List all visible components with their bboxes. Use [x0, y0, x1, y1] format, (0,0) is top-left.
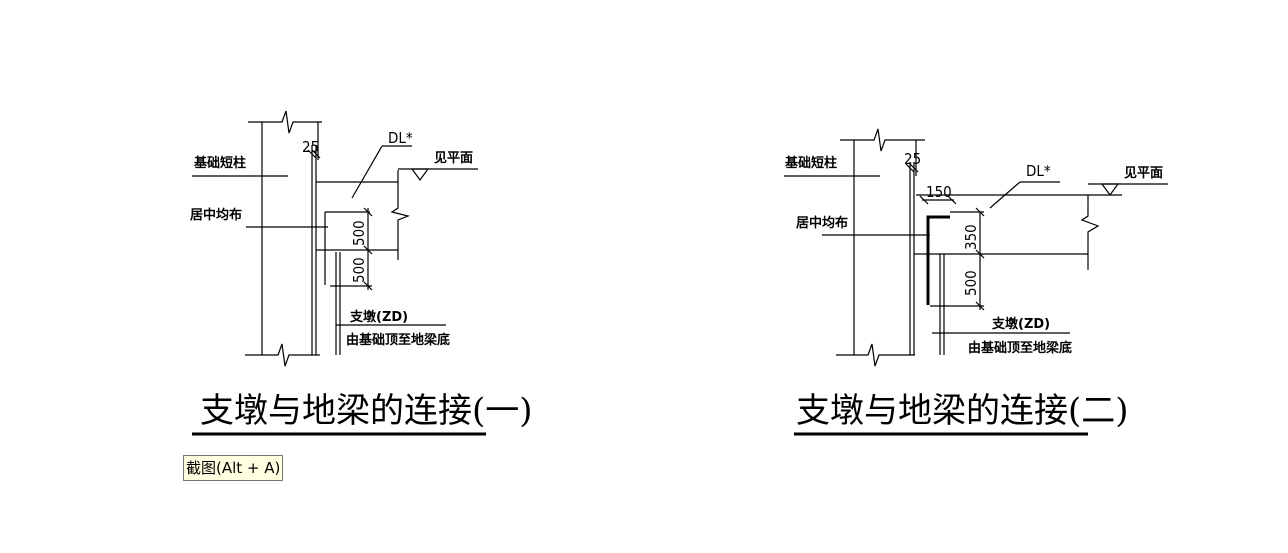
dim-25-tick	[909, 163, 919, 173]
dim-upper: 500	[350, 220, 368, 246]
label-short-column: 基础短柱	[193, 155, 246, 171]
dim-25-tick	[307, 149, 317, 159]
dim-tick	[975, 301, 985, 311]
detail-right: 基础短柱 居中均布 DL* 见平面 25 150 350 500 支墩(ZD) …	[784, 128, 1168, 436]
detail-title: 支墩与地梁的连接(一)	[200, 391, 533, 431]
beam-leader	[989, 181, 1021, 209]
label-pier: 支墩(ZD)	[349, 309, 408, 325]
label-see-plan: 见平面	[1124, 166, 1163, 181]
dim-lower: 500	[962, 270, 980, 296]
dim-tick	[975, 249, 985, 259]
dim-150-tick	[919, 195, 929, 205]
dim-150-tick	[947, 195, 957, 205]
dim-hook: 150	[926, 183, 952, 201]
dim-top: 25	[904, 150, 921, 168]
dim-tick	[363, 281, 373, 291]
beam-break-line	[1080, 195, 1100, 270]
label-short-column: 基础短柱	[784, 155, 837, 171]
bottom-break-line	[836, 343, 915, 367]
dim-tick	[363, 245, 373, 255]
see-plan-triangle	[1101, 183, 1120, 197]
dim-upper: 350	[962, 224, 980, 250]
label-range: 由基础顶至地梁底	[968, 340, 1072, 356]
beam-leader	[351, 145, 383, 199]
dim-25-tick	[311, 149, 321, 159]
top-break-line	[840, 128, 925, 152]
label-beam: DL*	[1026, 162, 1051, 180]
dim-25-tick	[905, 163, 915, 173]
beam-break-line	[390, 170, 410, 260]
label-see-plan: 见平面	[434, 151, 473, 166]
dim-tick	[363, 207, 373, 217]
dim-tick	[975, 207, 985, 217]
label-center-even: 居中均布	[796, 215, 848, 231]
label-center-even: 居中均布	[190, 207, 242, 223]
detail-title: 支墩与地梁的连接(二)	[796, 391, 1129, 431]
bottom-break-line	[245, 343, 320, 367]
pier-hook-bar	[926, 215, 950, 305]
screenshot-tooltip: 截图(Alt + A)	[183, 455, 284, 481]
label-beam: DL*	[388, 129, 413, 147]
dim-lower: 500	[350, 257, 368, 283]
label-pier: 支墩(ZD)	[991, 316, 1050, 332]
dim-top: 25	[302, 138, 319, 156]
label-range: 由基础顶至地梁底	[346, 332, 450, 348]
detail-left: 基础短柱 居中均布 DL* 见平面 25 500 500 支墩(ZD) 由基础顶…	[190, 110, 533, 436]
top-break-line	[248, 110, 322, 134]
see-plan-triangle	[411, 168, 430, 182]
